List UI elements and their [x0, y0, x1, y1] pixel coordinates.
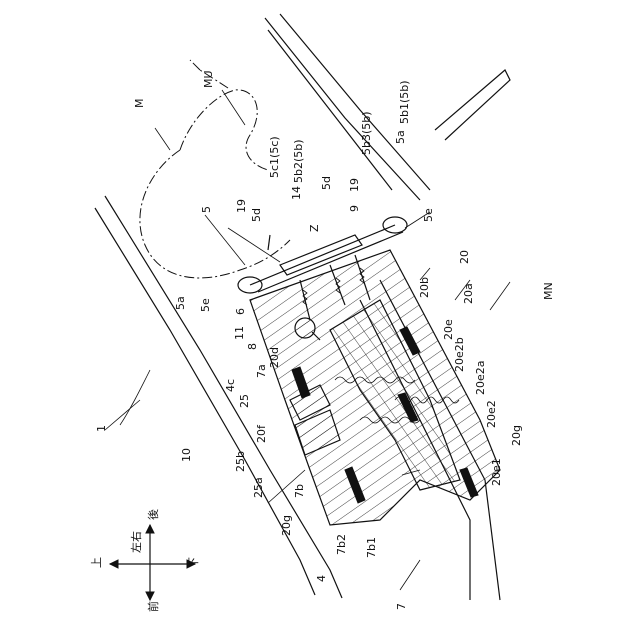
label-7b1: 7b1	[365, 537, 378, 558]
label-11: 11	[233, 326, 246, 340]
label-7b2: 7b2	[335, 534, 348, 555]
label-MU: MU	[202, 70, 215, 88]
compass-up: 上	[90, 557, 103, 568]
label-4c: 4c	[224, 379, 237, 392]
compass-rear: 後	[146, 509, 160, 520]
label-MN: MN	[542, 282, 555, 300]
label-20f: 20f	[255, 424, 268, 443]
label-Z: Z	[308, 224, 321, 232]
label-5e-left: 5e	[199, 298, 212, 312]
label-20e2: 20e2	[485, 400, 498, 428]
label-5a-right: 5a	[394, 130, 407, 144]
label-20e1: 20e1	[490, 458, 503, 486]
label-25: 25	[238, 394, 251, 408]
label-5c1: 5c1(5c)	[268, 136, 281, 178]
label-M: M	[133, 99, 146, 109]
label-20g-right: 20g	[510, 425, 523, 446]
label-20b: 20b	[418, 277, 431, 298]
label-20e2b: 20e2b	[453, 337, 466, 372]
compass-front: 前	[146, 601, 160, 612]
label-20a: 20a	[462, 283, 475, 304]
label-9: 9	[348, 205, 361, 212]
label-7a: 7a	[255, 364, 268, 378]
label-5d-left: 5d	[250, 208, 263, 222]
label-4: 4	[315, 575, 328, 582]
label-5e-right: 5e	[422, 208, 435, 222]
label-5b3: 5b3(5b)	[360, 111, 373, 155]
label-6: 6	[234, 308, 247, 315]
label-25a: 25a	[252, 477, 265, 498]
label-5b1: 5b1(5b)	[398, 80, 411, 124]
label-19-left: 19	[235, 199, 248, 213]
label-20: 20	[458, 250, 471, 264]
label-10: 10	[180, 448, 193, 462]
label-19-right: 19	[348, 178, 361, 192]
label-20g-left: 20g	[280, 515, 293, 536]
label-1: 1	[95, 425, 108, 432]
label-7b: 7b	[293, 484, 306, 498]
compass-down: 下	[187, 557, 200, 568]
label-14: 14	[290, 186, 303, 200]
compass-leftright: 左右	[129, 531, 143, 553]
label-20d: 20d	[268, 347, 281, 368]
label-25b: 25b	[234, 451, 247, 472]
label-20e2a: 20e2a	[474, 360, 487, 395]
direction-compass: 上 下 前 後 左右	[90, 509, 200, 612]
label-5a-left: 5a	[174, 296, 187, 310]
label-20e: 20e	[442, 319, 455, 340]
label-5: 5	[200, 206, 213, 213]
label-5d-mid: 5d	[320, 176, 333, 190]
label-5b2: 5b2(5b)	[292, 139, 305, 183]
label-7: 7	[395, 603, 408, 610]
label-8: 8	[246, 343, 259, 350]
